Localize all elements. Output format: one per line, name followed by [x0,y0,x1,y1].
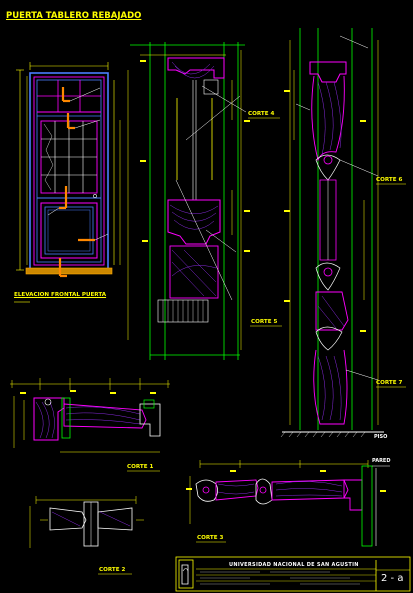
horizontal-section-c1 [10,378,170,472]
vertical-section-c4-c5 [127,42,282,360]
section-label-corte-5: CORTE 5 [251,319,278,325]
section-label-corte-6: CORTE 6 [376,177,403,183]
section-label-corte-2: CORTE 2 [99,567,126,573]
drawing-title: PUERTA TABLERO REBAJADO [6,11,142,21]
wall-note: PARED [372,458,391,464]
section-label-corte-7: CORTE 7 [376,380,403,386]
title-block [175,556,411,592]
elevation-label: ELEVACION FRONTAL PUERTA [14,292,107,298]
horizontal-section-c3 [186,460,390,547]
front-elevation-door [14,62,121,303]
vertical-section-c6-c7 [280,28,406,438]
sheet-code: 2 - a [381,573,404,584]
section-label-corte-1: CORTE 1 [127,464,154,470]
section-label-corte-3: CORTE 3 [197,535,224,541]
floor-note: PISO [374,434,388,440]
horizontal-section-c2 [29,496,144,575]
section-label-corte-4: CORTE 4 [248,111,275,117]
institution-name: UNIVERSIDAD NACIONAL DE SAN AGUSTIN [229,562,359,568]
